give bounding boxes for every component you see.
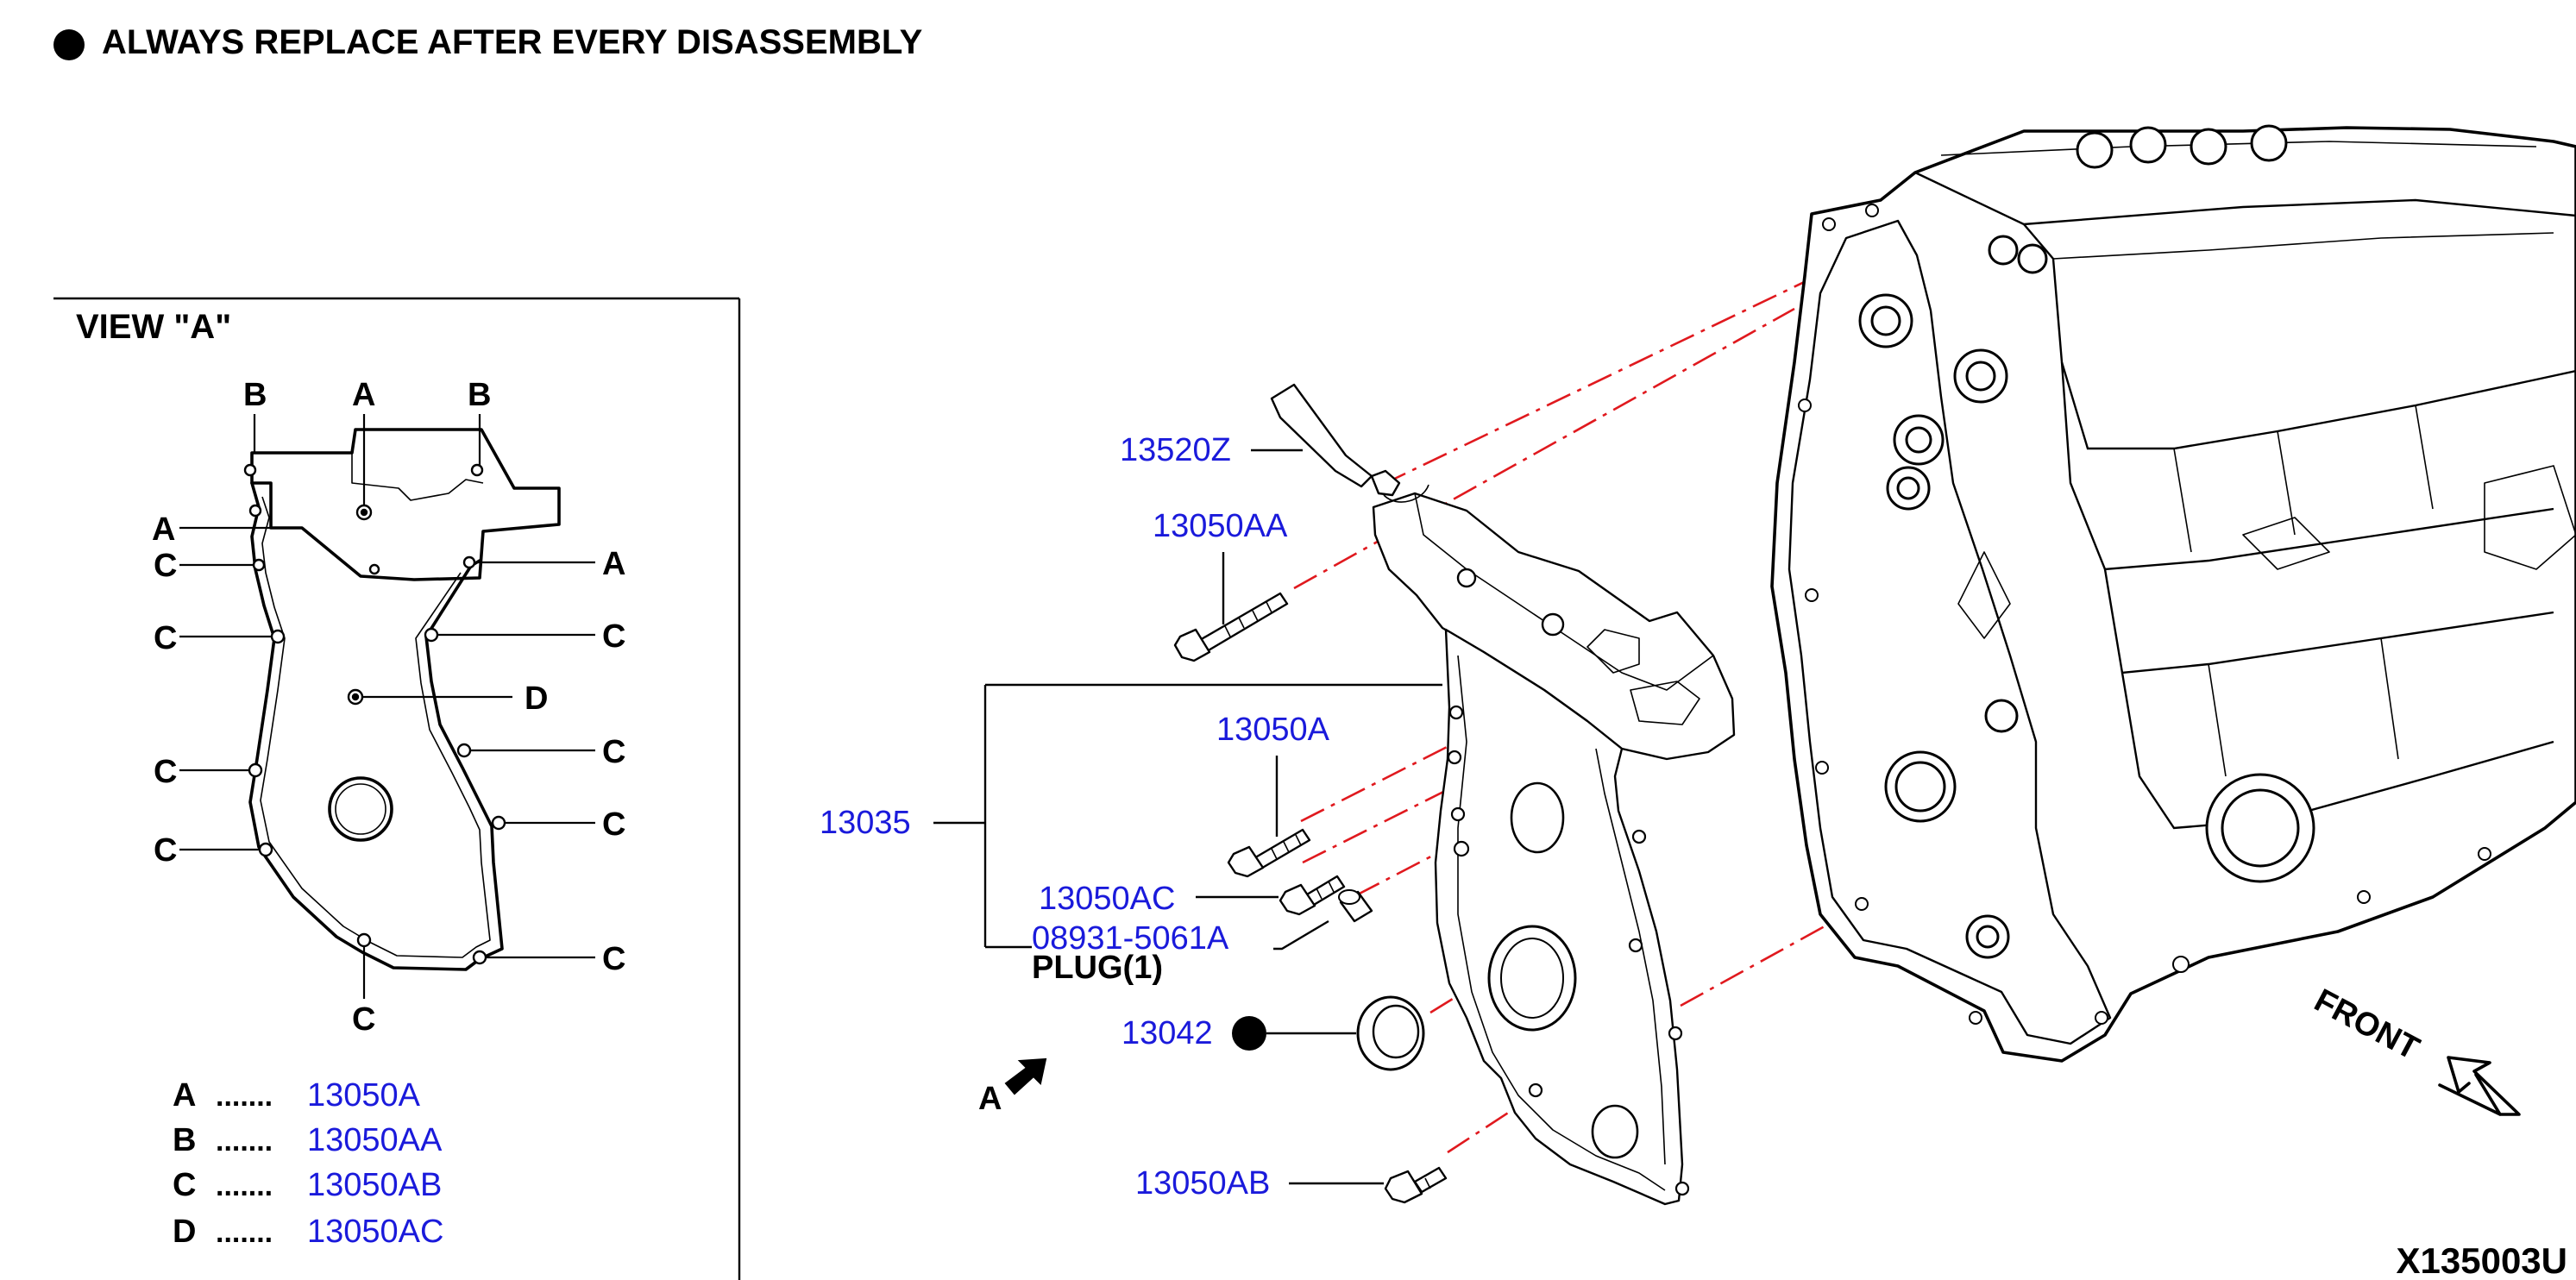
- view-arrow-icon: [1004, 1057, 1047, 1095]
- legend-letter: D: [173, 1214, 196, 1250]
- engine-block: [1770, 124, 2576, 1063]
- bolt-13050ac-icon: [1279, 875, 1346, 916]
- svg-text:A: A: [602, 546, 625, 582]
- front-indicator: FRONT: [2309, 982, 2521, 1116]
- legend-dots: .......: [216, 1170, 273, 1202]
- view-a-marker-letters: B A B A C A C C D C C C C C C: [152, 377, 625, 1038]
- svg-text:A: A: [152, 511, 175, 548]
- svg-text:B: B: [468, 377, 491, 413]
- part-13050aa-label: 13050AA: [1153, 508, 1288, 544]
- part-13050ab-label: 13050AB: [1135, 1165, 1270, 1202]
- replace-bullet-icon: [53, 29, 85, 60]
- bolt-13050ab-icon: [1384, 1166, 1448, 1204]
- legend-letter: C: [173, 1167, 196, 1203]
- legend-part: 13050AA: [307, 1122, 443, 1158]
- view-a-legend: A ....... 13050A B ....... 13050AA C ...…: [173, 1077, 443, 1250]
- svg-text:C: C: [602, 806, 625, 843]
- svg-text:B: B: [243, 377, 267, 413]
- legend-part: 13050AC: [307, 1214, 443, 1250]
- bolt-13050aa-icon: [1173, 592, 1289, 662]
- svg-text:C: C: [154, 754, 177, 790]
- legend-letter: B: [173, 1122, 196, 1158]
- view-a-title: VIEW "A": [76, 308, 231, 346]
- svg-text:C: C: [352, 1001, 375, 1038]
- svg-text:C: C: [602, 734, 625, 770]
- figure-code: X135003U: [2397, 1240, 2568, 1280]
- legend-part: 13050AB: [307, 1167, 442, 1203]
- legend-dots: .......: [216, 1125, 273, 1158]
- svg-text:C: C: [154, 620, 177, 656]
- part-13042-label: 13042: [1122, 1015, 1213, 1051]
- front-label: FRONT: [2309, 982, 2425, 1068]
- view-a-cover-body: [248, 481, 504, 971]
- svg-text:C: C: [602, 618, 625, 655]
- view-a-leaders: [179, 414, 595, 999]
- legend-dots: .......: [216, 1080, 273, 1113]
- timing-chain-case: [1372, 492, 1736, 1206]
- part-08931-label: 08931-5061A: [1032, 920, 1229, 957]
- svg-text:A: A: [352, 377, 375, 413]
- view-a-bolt-holes: [243, 463, 506, 965]
- svg-text:C: C: [154, 832, 177, 869]
- plug-label: PLUG(1): [1032, 950, 1163, 986]
- legend-dots: .......: [216, 1216, 273, 1249]
- view-a-seal-bore: [328, 776, 393, 842]
- view-arrow-letter: A: [978, 1081, 1002, 1117]
- bolt-13050a-icon: [1227, 828, 1311, 878]
- svg-text:C: C: [602, 941, 625, 977]
- legend-part: 13050A: [307, 1077, 421, 1114]
- legend-letter: A: [173, 1077, 196, 1114]
- view-a-panel: VIEW "A": [53, 297, 741, 1280]
- front-arrow-icon: [2438, 1056, 2521, 1116]
- plug-08931-icon: [1338, 889, 1373, 923]
- view-a-arrow: A: [978, 1057, 1047, 1117]
- part-13035-label: 13035: [820, 805, 911, 841]
- replace-notice-text: ALWAYS REPLACE AFTER EVERY DISASSEMBLY: [102, 23, 923, 61]
- sealant-tube-icon: [1270, 383, 1429, 503]
- part-13050a-label: 13050A: [1216, 712, 1330, 748]
- part-callouts: 13520Z 13050AA 13050A 13035 13050AC 0893…: [820, 432, 1442, 1202]
- part-13050ac-label: 13050AC: [1039, 881, 1175, 917]
- replace-notice: ALWAYS REPLACE AFTER EVERY DISASSEMBLY: [53, 23, 923, 61]
- svg-text:C: C: [154, 548, 177, 584]
- svg-text:D: D: [525, 681, 548, 717]
- oil-seal-13042-icon: [1356, 995, 1425, 1071]
- replace-marker-icon: [1232, 1016, 1266, 1051]
- part-13520z-label: 13520Z: [1120, 432, 1231, 468]
- view-a-cover-outline: [250, 428, 561, 581]
